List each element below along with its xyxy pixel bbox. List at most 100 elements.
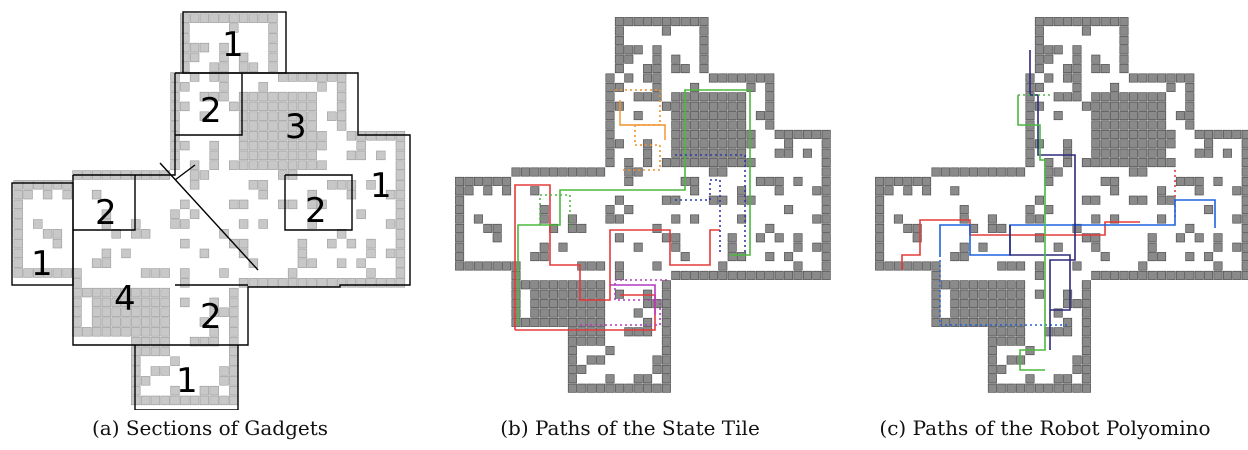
- tile: [268, 33, 278, 43]
- tile: [690, 176, 700, 186]
- tile: [1157, 252, 1167, 262]
- tile: [577, 280, 587, 290]
- tile: [1072, 17, 1082, 27]
- tile: [1110, 139, 1120, 149]
- tile: [297, 238, 308, 249]
- tile: [1185, 111, 1195, 121]
- tile: [209, 327, 219, 337]
- tile: [671, 120, 681, 130]
- tile: [150, 395, 161, 406]
- tile: [690, 120, 700, 130]
- tile: [238, 62, 249, 72]
- tile: [395, 180, 406, 190]
- tile: [530, 299, 540, 309]
- tile: [1157, 73, 1167, 83]
- caption-c: (c) Paths of the Robot Polyomino: [879, 416, 1211, 440]
- tile: [248, 101, 259, 112]
- tile: [605, 346, 615, 356]
- tile: [170, 385, 180, 396]
- tile: [605, 92, 615, 102]
- tile: [680, 252, 690, 262]
- tile: [1091, 120, 1101, 130]
- tile: [1006, 167, 1016, 177]
- tile: [596, 336, 606, 346]
- tile: [52, 229, 63, 239]
- tile: [258, 13, 268, 23]
- path-blue-dotted: [675, 154, 746, 255]
- tile: [875, 195, 885, 205]
- tile: [605, 374, 615, 384]
- tile: [978, 280, 988, 290]
- tile: [821, 167, 831, 177]
- tile: [189, 52, 200, 63]
- tile: [1034, 82, 1044, 92]
- tile: [1119, 17, 1129, 27]
- tile: [586, 336, 596, 346]
- tile: [774, 176, 784, 186]
- tile: [708, 167, 718, 177]
- tile: [140, 376, 151, 386]
- tile: [1100, 252, 1110, 262]
- tile: [160, 297, 170, 308]
- tile: [605, 148, 615, 158]
- tile: [549, 308, 559, 318]
- tile: [1072, 299, 1082, 309]
- tile: [614, 261, 624, 271]
- tile: [1081, 383, 1091, 393]
- tile: [23, 189, 33, 200]
- tile: [1091, 92, 1101, 102]
- section-boundaries: [11, 11, 411, 410]
- tile: [1091, 129, 1101, 139]
- tile: [671, 148, 681, 158]
- tile: [455, 186, 465, 196]
- tile: [101, 287, 112, 298]
- tile: [605, 82, 615, 92]
- tile: [140, 297, 151, 308]
- tile: [111, 307, 121, 317]
- tile: [1063, 73, 1073, 83]
- tile: [336, 229, 347, 239]
- tile: [278, 131, 288, 141]
- tile: [1100, 270, 1110, 280]
- section-2-right-border: [284, 174, 353, 231]
- tile: [1194, 233, 1204, 243]
- tile: [690, 186, 700, 196]
- tile: [1157, 214, 1167, 224]
- tile: [385, 278, 396, 288]
- tile: [297, 111, 308, 121]
- tile: [727, 111, 737, 121]
- tile: [1241, 148, 1248, 158]
- tile: [774, 148, 784, 158]
- tile: [1025, 129, 1035, 139]
- tile: [287, 101, 298, 112]
- tile: [605, 158, 615, 168]
- tile: [1091, 148, 1101, 158]
- tile: [307, 72, 317, 82]
- tile: [1081, 355, 1091, 365]
- tile: [91, 317, 102, 327]
- tile: [1213, 233, 1223, 243]
- tile: [661, 374, 671, 384]
- tile: [997, 317, 1007, 327]
- tile: [1044, 45, 1054, 55]
- tile: [199, 91, 210, 102]
- tile: [1025, 148, 1035, 158]
- tile: [278, 199, 288, 210]
- tile: [1157, 139, 1167, 149]
- tile: [652, 82, 662, 92]
- tile: [199, 42, 210, 53]
- tile: [746, 139, 756, 149]
- tile: [455, 261, 465, 271]
- tile: [1034, 26, 1044, 36]
- tile: [1241, 167, 1248, 177]
- tile: [987, 317, 997, 327]
- tile: [1241, 176, 1248, 186]
- tile: [180, 140, 190, 151]
- tile: [278, 140, 288, 151]
- tile: [784, 270, 794, 280]
- tile: [268, 121, 278, 131]
- tile: [1241, 186, 1248, 196]
- tile: [567, 308, 577, 318]
- tile: [258, 82, 268, 92]
- tile: [287, 72, 298, 82]
